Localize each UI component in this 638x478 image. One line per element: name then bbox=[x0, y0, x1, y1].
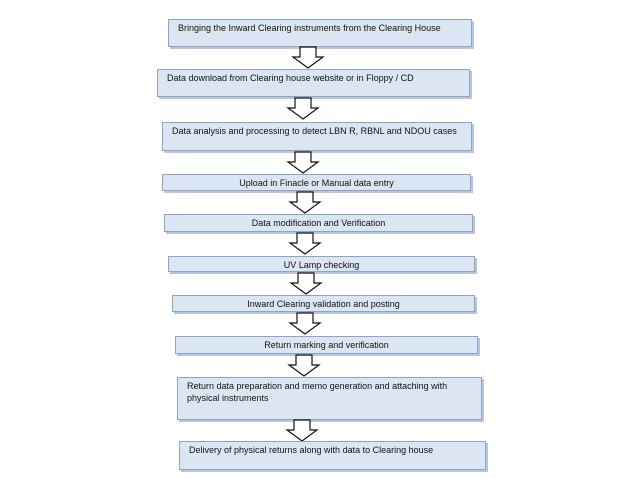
step-label-8: Return marking and verification bbox=[264, 340, 389, 350]
down-arrow-icon bbox=[287, 354, 321, 377]
down-arrow-icon bbox=[289, 272, 323, 295]
down-arrow-icon bbox=[288, 312, 322, 335]
step-box-7: Inward Clearing validation and posting bbox=[172, 295, 475, 312]
step-box-4: Upload in Finacle or Manual data entry bbox=[162, 174, 471, 191]
step-box-2: Data download from Clearing house websit… bbox=[157, 69, 470, 97]
step-label-6: UV Lamp checking bbox=[283, 260, 360, 270]
step-label-2: Data download from Clearing house websit… bbox=[167, 73, 414, 83]
step-label-5: Data modification and Verification bbox=[251, 218, 386, 228]
step-label-9: Return data preparation and memo generat… bbox=[187, 381, 448, 403]
step-label-4: Upload in Finacle or Manual data entry bbox=[239, 178, 394, 188]
step-label-7: Inward Clearing validation and posting bbox=[247, 299, 400, 309]
step-label-3: Data analysis and processing to detect L… bbox=[172, 126, 457, 136]
step-box-8: Return marking and verification bbox=[175, 336, 478, 354]
step-box-3: Data analysis and processing to detect L… bbox=[162, 122, 472, 151]
step-box-10: Delivery of physical returns along with … bbox=[179, 441, 486, 470]
step-box-6: UV Lamp checking bbox=[168, 256, 475, 272]
down-arrow-icon bbox=[291, 46, 325, 69]
down-arrow-icon bbox=[286, 97, 320, 120]
step-box-5: Data modification and Verification bbox=[164, 214, 473, 232]
step-label-10: Delivery of physical returns along with … bbox=[189, 445, 434, 455]
down-arrow-icon bbox=[285, 419, 319, 442]
down-arrow-icon bbox=[288, 191, 322, 214]
down-arrow-icon bbox=[286, 151, 320, 174]
step-box-1: Bringing the Inward Clearing instruments… bbox=[168, 19, 472, 47]
down-arrow-icon bbox=[288, 232, 322, 255]
step-box-9: Return data preparation and memo generat… bbox=[177, 377, 482, 420]
step-label-1: Bringing the Inward Clearing instruments… bbox=[178, 23, 441, 33]
